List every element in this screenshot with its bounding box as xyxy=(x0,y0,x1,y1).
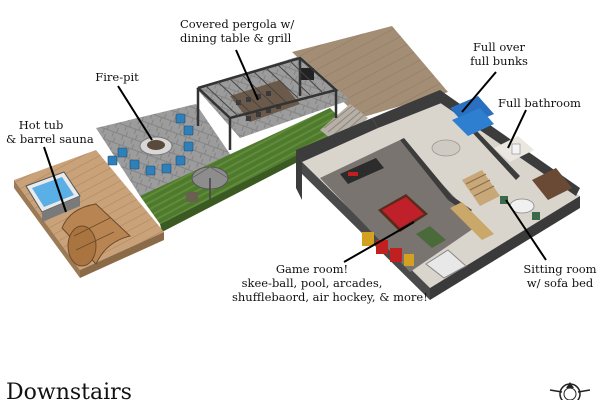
fire-pit-chairs xyxy=(107,113,194,176)
page-title: Downstairs xyxy=(6,380,132,405)
hot-tub xyxy=(25,171,81,222)
bunks-label: Full over full bunks xyxy=(470,40,528,68)
bathroom-label: Full bathroom xyxy=(498,96,581,110)
callout-hot-tub xyxy=(43,146,67,213)
shuffleboard-table xyxy=(450,202,494,240)
callout-sitting-room xyxy=(505,199,547,261)
pool-table xyxy=(378,194,428,232)
callout-bunks xyxy=(461,71,497,113)
air-hockey-table xyxy=(425,249,467,279)
callout-fire-pit xyxy=(117,85,153,141)
brand-logo-icon xyxy=(549,382,591,400)
callout-game-room xyxy=(343,221,415,263)
foosball-table xyxy=(416,226,446,248)
arcade-machines xyxy=(362,232,414,266)
round-rug xyxy=(431,139,461,157)
callout-pergola xyxy=(235,49,259,101)
fire-pit xyxy=(139,136,173,156)
bunk-beds xyxy=(450,96,494,136)
pergola-label: Covered pergola w/ dining table & grill xyxy=(180,17,295,45)
upper-deck xyxy=(292,26,448,118)
sofa-bed xyxy=(500,168,572,220)
pergola xyxy=(196,56,339,150)
interior-stairs xyxy=(462,170,500,206)
patio-umbrella xyxy=(186,166,229,202)
bar-counter xyxy=(340,158,384,184)
hot-tub-label: Hot tub & barrel sauna xyxy=(6,118,94,146)
game-room-label: Game room! skee-ball, pool, arcades, shu… xyxy=(232,262,428,304)
bathroom xyxy=(494,136,534,162)
callout-lines xyxy=(43,49,547,263)
sitting-room-label: Sitting room w/ sofa bed xyxy=(523,262,597,290)
callout-bathroom xyxy=(507,109,527,149)
barrel-sauna xyxy=(61,203,132,267)
fire-pit-label: Fire-pit xyxy=(95,70,139,84)
